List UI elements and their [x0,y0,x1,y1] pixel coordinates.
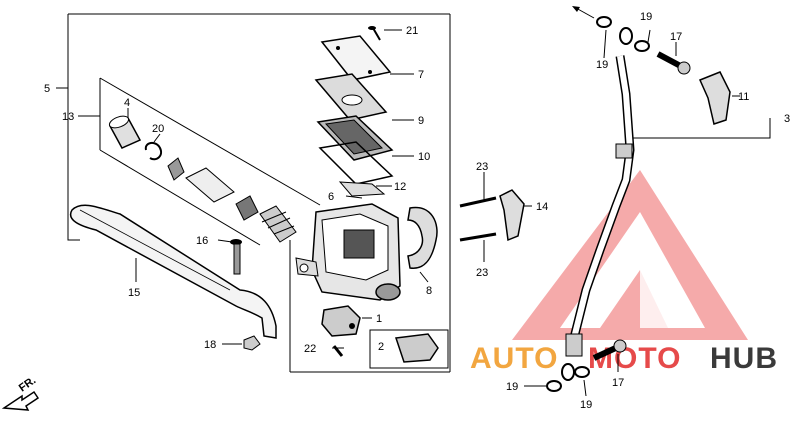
callout-19-top-left: 19 [596,59,608,71]
watermark-text-moto: MOTO [588,342,681,375]
watermark-text-hub: HUB [710,342,778,375]
pivot-bolt-16 [230,239,242,275]
brake-lever [69,204,277,339]
float-plate [338,181,386,197]
watermark-logo [512,170,748,340]
callout-21: 21 [406,25,418,37]
callout-19-bottom: 19 [580,399,592,411]
callout-7: 7 [418,69,424,81]
callout-17-lower: 17 [612,377,624,389]
callout-23-lower: 23 [476,267,488,279]
bracket-14 [499,189,525,242]
diaphragm [316,115,394,161]
callout-20: 20 [152,123,164,135]
bolt-23-upper [459,196,497,208]
switch-2 [394,333,439,363]
callout-12: 12 [394,181,406,193]
callout-2: 2 [378,341,384,353]
callout-18: 18 [204,339,216,351]
callout-19-bottom-left: 19 [506,381,518,393]
bolt-23-lower [459,232,497,242]
callout-1: 1 [376,313,382,325]
direction-arrow-top [572,6,595,19]
leader-lines [56,29,740,397]
screw-21 [368,26,381,41]
boot-4 [108,115,142,149]
frame-part-2 [369,329,449,369]
callout-14: 14 [536,201,548,213]
callout-10: 10 [418,151,430,163]
callout-4: 4 [124,97,130,109]
callout-23-upper: 23 [476,161,488,173]
watermark-text-auto: AUTO [470,342,558,375]
callout-16: 16 [196,235,208,247]
callout-11: 11 [738,91,749,103]
brake-hose [561,27,635,381]
brake-switch [321,305,361,337]
diaphragm-holder [318,141,394,185]
nut-18 [243,335,261,351]
oil-bolt-17-lower [592,339,627,361]
clamp-holder [407,206,438,269]
front-marker-label: FR. [17,374,38,394]
piston-spring-assembly [167,157,297,243]
cap-plate [314,73,388,121]
master-cylinder-body [295,203,401,301]
callout-15: 15 [128,287,140,299]
callout-13: 13 [62,111,74,123]
callout-22: 22 [304,343,316,355]
frame-13-bottom [99,149,261,246]
callout-8: 8 [426,285,432,297]
reservoir-cap [320,35,392,81]
oil-bolt-17-upper [656,51,691,75]
washers-19 [546,16,650,392]
frame-13-top [99,77,321,206]
frame-part-3 [630,118,771,139]
callout-5: 5 [44,83,50,95]
callout-6: 6 [328,191,334,203]
assembly-frame [67,14,80,241]
circlip-20 [144,142,162,161]
hose-cover-11 [698,71,731,125]
callout-17-upper: 17 [670,31,682,43]
front-direction-marker [1,390,40,411]
callout-19-top-right: 19 [640,11,652,23]
callout-9: 9 [418,115,424,127]
callout-3: 3 [784,113,790,125]
